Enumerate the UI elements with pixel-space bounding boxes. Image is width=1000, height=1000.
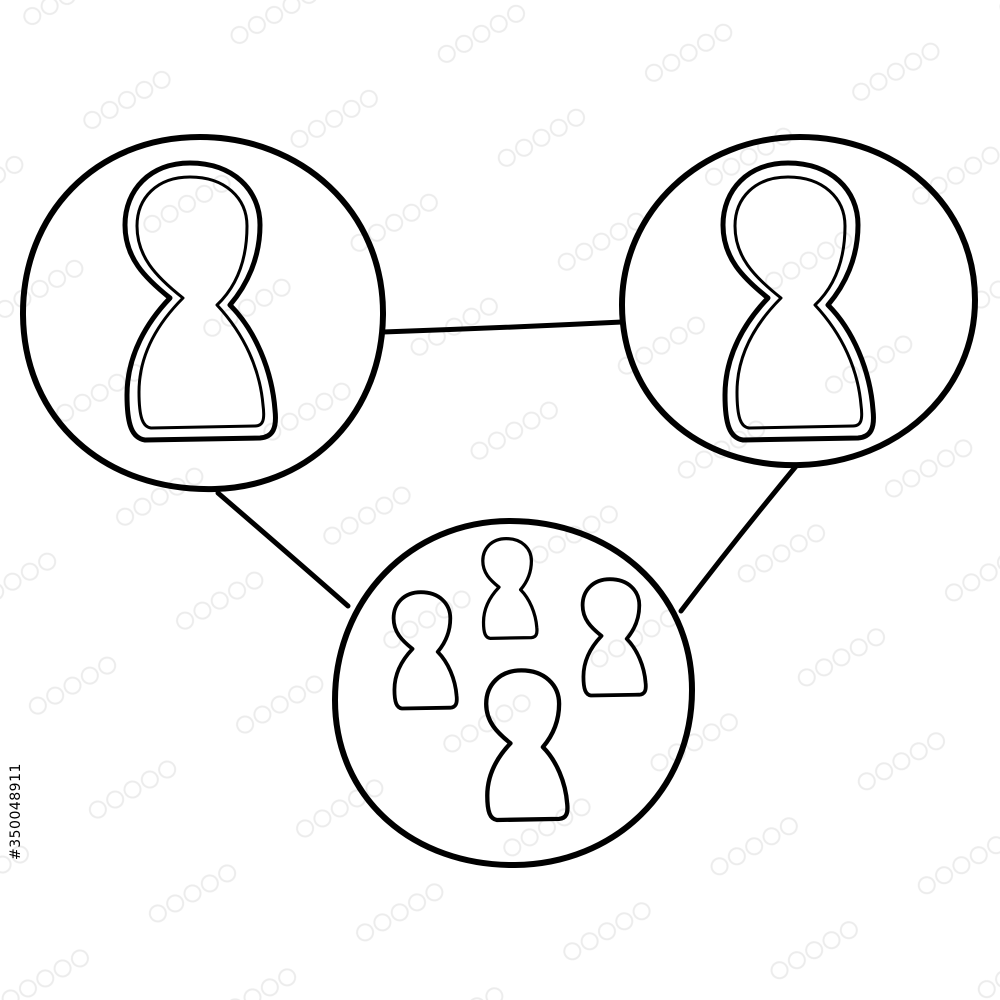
group-person-icon	[580, 577, 648, 698]
person-icon	[122, 160, 278, 443]
edge-left-group	[215, 490, 351, 609]
edge-right-group	[678, 462, 800, 614]
edge-left-right	[380, 319, 625, 335]
group-person-icon	[484, 668, 570, 823]
group-node-circle	[332, 518, 695, 869]
group-person-icon	[481, 536, 539, 640]
left-user-node	[19, 134, 387, 493]
group-person-icon	[391, 590, 459, 711]
person-icon	[720, 160, 876, 443]
group-node	[332, 518, 695, 869]
right-user-node	[619, 134, 978, 469]
left-node-circle	[19, 134, 387, 493]
stock-id-label: #350048911	[8, 763, 24, 860]
right-node-circle	[619, 134, 978, 469]
